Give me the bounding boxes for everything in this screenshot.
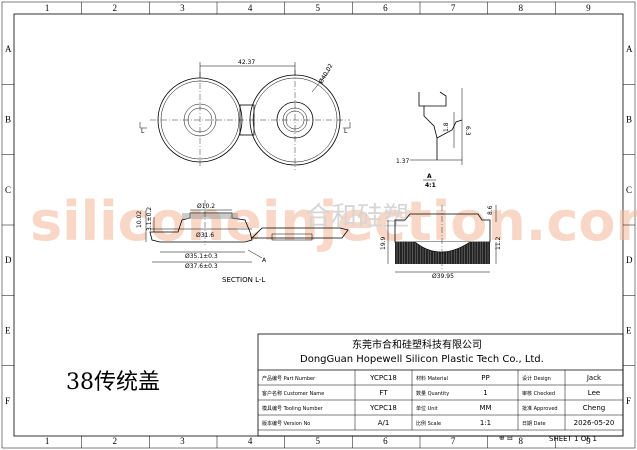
grid-col-label: 6 [383,3,388,13]
company-cn: 东莞市合和硅塑科技有限公司 [352,338,482,351]
symbol-icon: ⊕ ⊟ [499,434,513,442]
grid-row-label: F [5,396,10,406]
dim-dia-31-6: Ø31.6 [196,232,214,239]
grid-columns-bottom: 1 2 3 4 5 6 7 8 9 [45,436,591,448]
dim-dia-40-02: Ø40.02 [318,62,335,85]
company-en: DongGuan Hopewell Silicon Plastic Tech C… [300,354,544,365]
grid-col-label: 1 [45,3,50,13]
section-mark-right: L [344,128,348,135]
grid-col-label: 9 [586,436,591,446]
grid-rows-right: A B C D E F [623,44,635,406]
title-block-cell: PP [481,374,489,382]
title-block-cell: 产品编号 Part Number [262,375,316,382]
dim-dia-10-2: Ø10.2 [197,203,215,210]
detail-a-view: 6.3 1.8 1.37 A 4:1 [396,88,471,189]
watermark: siliconeinjection.com [30,190,637,253]
product-title: 38传统盖 [66,370,160,395]
grid-col-label: 9 [586,3,591,13]
dim-19-9: 19.9 [380,236,387,250]
grid-col-label: 5 [316,436,321,446]
dim-10-02: 10.02 [136,211,143,228]
grid-rows-left: A B C D E F [2,44,14,406]
title-block-cell: YCPC18 [369,404,397,412]
dim-dia-39-95: Ø39.95 [432,273,454,280]
grid-col-label: 4 [248,436,253,446]
grid-row-label: B [5,115,11,125]
grid-row-label: D [5,255,12,265]
title-block-cell: 材料 Material [416,375,448,382]
label-a: A [262,257,267,264]
grid-row-label: C [626,185,632,195]
title-block-cell: 客户名称 Customer Name [262,390,324,397]
dim-42-37: 42.37 [238,59,255,66]
title-block-cell: 比例 Scale [416,420,441,427]
title-block-cell: 日期 Date [522,421,546,427]
title-block-cell: MM [479,404,491,412]
dim-dia-35-1: Ø35.1±0.3 [185,253,218,260]
dim-1-8: 1.8 [443,122,450,132]
section-mark-left: L [141,128,145,135]
title-block-cell: 1:1 [480,419,491,427]
title-block-cell: 2026-05-20 [574,419,615,427]
title-block-cell: FT [379,389,388,397]
grid-col-label: 4 [248,3,253,13]
title-block: 东莞市合和硅塑科技有限公司 DongGuan Hopewell Silicon … [257,333,624,443]
grid-col-label: 2 [113,436,118,446]
title-block-cell: 版本编号 Version No [262,420,310,427]
grid-row-label: C [5,185,11,195]
grid-col-label: 7 [451,3,456,13]
grid-col-label: 3 [180,436,185,446]
title-block-cell: A/1 [378,419,390,427]
side-view: 19.9 Ø39.95 8.6 11.2 [380,205,502,280]
title-block-cell: 单位 Unit [416,405,438,412]
sheet-number: SHEET 1 OF 1 [549,435,597,443]
title-block-cell: Jack [586,374,602,382]
section-l-l-view: Ø10.2 Ø31.6 Ø35.1±0.3 Ø37.6±0.3 10.02 3.… [136,200,349,284]
title-block-cell: 模具编号 Tooling Number [262,405,324,412]
grid-col-label: 8 [519,436,524,446]
dim-6-3: 6.3 [464,126,471,136]
grid-row-label: E [626,326,632,336]
title-block-cell: 数量 Quantity [416,390,449,397]
title-block-cell: 审核 Checked [522,390,555,397]
section-title: SECTION L-L [222,276,265,284]
grid-row-label: D [626,255,633,265]
grid-col-label: 2 [113,3,118,13]
grid-row-label: A [5,44,12,54]
grid-row-label: F [626,396,631,406]
grid-col-label: 6 [383,436,388,446]
grid-col-label: 1 [45,436,50,446]
detail-scale: 4:1 [425,182,436,189]
grid-col-label: 3 [180,3,185,13]
title-block-cell: Lee [588,389,600,397]
grid-col-label: 5 [316,3,321,13]
grid-col-label: 7 [451,436,456,446]
dim-11-2: 11.2 [495,236,502,250]
title-block-cell: 批准 Approved [522,405,558,412]
grid-row-label: B [626,115,632,125]
grid-columns-top: 1 2 3 4 5 6 7 8 9 [45,2,591,14]
detail-label: A [427,173,432,180]
grid-row-label: E [5,326,11,336]
title-block-cell: 1 [483,389,487,397]
grid-col-label: 8 [519,3,524,13]
top-view: L L 42.37 Ø40.02 [139,59,351,170]
dim-8-6: 8.6 [487,205,494,215]
title-block-cell: Cheng [583,404,606,412]
title-block-cell: 设计 Design [522,375,551,382]
grid-row-label: A [626,44,633,54]
title-block-cell: YCPC18 [369,374,397,382]
dim-1-37: 1.37 [396,158,410,165]
watermark-cn: 合和硅塑 [305,202,409,232]
dim-3-1: 3.1±0.2 [146,207,153,231]
dim-dia-37-6: Ø37.6±0.3 [185,263,218,270]
